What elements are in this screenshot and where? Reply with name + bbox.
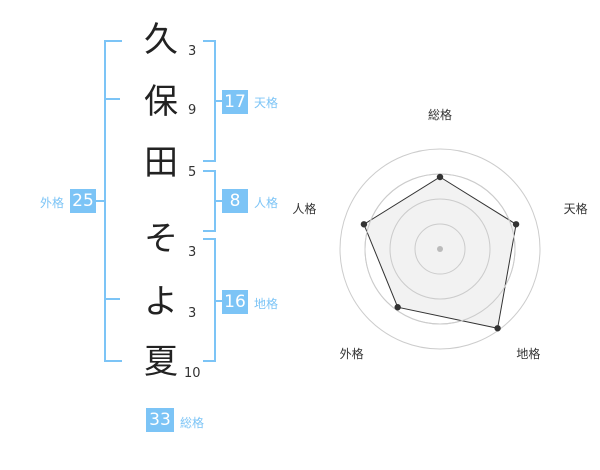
jinkaku-label: 人格 [254, 196, 279, 210]
soukaku-label: 総格 [180, 416, 205, 430]
radar-grid-ring-inner [414, 223, 466, 275]
jinkaku-connector [214, 200, 222, 202]
name-char-1: 久 [144, 20, 178, 60]
jinkaku-value-badge: 8 [222, 189, 248, 213]
name-char-5: よ [144, 282, 178, 322]
soukaku-value-badge: 33 [146, 408, 174, 432]
radar-axis-label: 総格 [428, 107, 452, 122]
gaikaku-label: 外格 [40, 196, 65, 210]
chikaku-value-badge: 16 [222, 290, 248, 314]
stroke-count-3: 5 [188, 165, 197, 180]
chikaku-connector [214, 300, 222, 302]
radar-point [494, 325, 501, 332]
tenkaku-value-badge: 17 [222, 90, 248, 114]
tenkaku-connector [214, 100, 222, 102]
name-char-4: そ [144, 219, 178, 259]
radar-center-dot [437, 246, 443, 252]
stroke-count-6: 10 [184, 366, 201, 381]
radar-point [360, 221, 368, 228]
gaikaku-bracket-tick [106, 298, 120, 300]
radar-point [512, 221, 520, 228]
gaikaku-bracket [104, 40, 122, 362]
radar-axis-label: 外格 [340, 346, 364, 361]
name-char-6: 夏 [144, 342, 178, 382]
stroke-count-4: 3 [188, 245, 197, 260]
gaikaku-value-badge: 25 [70, 189, 96, 213]
gaikaku-bracket-tick [106, 98, 120, 100]
radar-axis-label: 天格 [564, 201, 588, 216]
radar-axis-label: 地格 [516, 346, 540, 361]
radar-axis-label: 人格 [292, 201, 316, 216]
radar-grid-ring-inner [389, 198, 491, 300]
tenkaku-label: 天格 [254, 96, 279, 110]
name-char-3: 田 [144, 143, 178, 183]
radar-value-polygon [363, 176, 517, 329]
stroke-count-2: 9 [188, 103, 197, 118]
stroke-count-5: 3 [188, 306, 197, 321]
radar-point [436, 173, 444, 181]
gaikaku-connector [92, 200, 104, 202]
stroke-count-1: 3 [188, 44, 197, 59]
name-char-2: 保 [144, 82, 178, 122]
chikaku-label: 地格 [254, 297, 279, 311]
radar-point [394, 304, 401, 311]
